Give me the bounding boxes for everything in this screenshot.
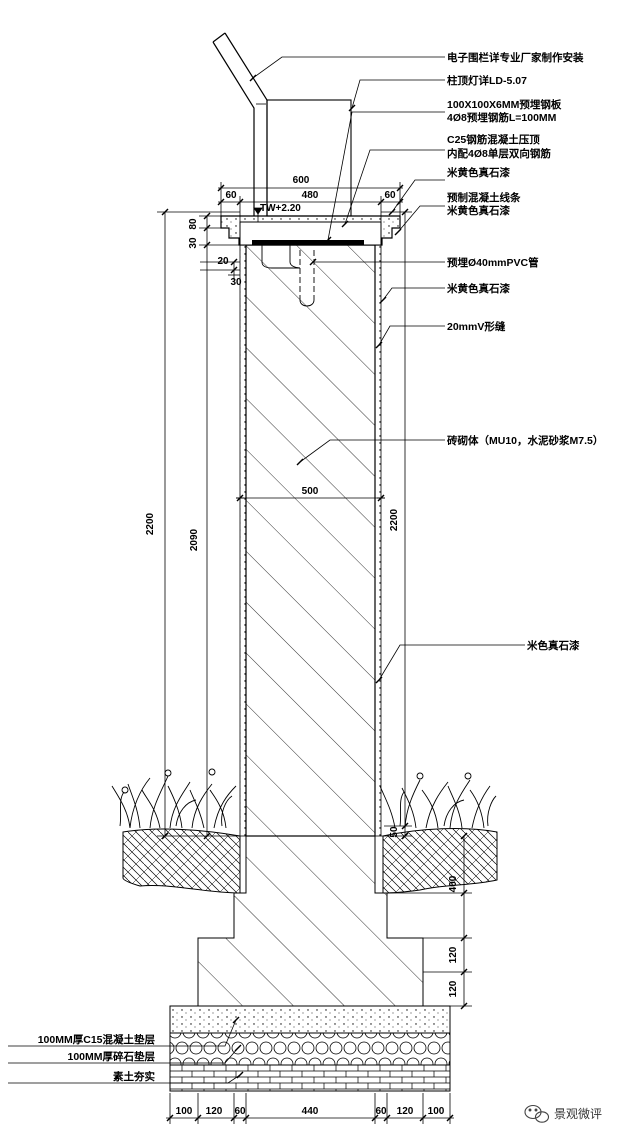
dim-top-60-right: 60 bbox=[384, 190, 396, 201]
dim-bottom-120-left: 120 bbox=[206, 1106, 223, 1117]
gravel-bedding bbox=[169, 1032, 451, 1066]
dim-height-2200-right: 2200 bbox=[389, 508, 400, 531]
callout-paint-top: 米黄色真石漆 bbox=[446, 166, 510, 179]
callout-rebar: 4Ø8预埋钢筋L=100MM bbox=[447, 111, 557, 124]
dim-top-60-left: 60 bbox=[225, 190, 237, 201]
ground-soil bbox=[122, 828, 498, 894]
dim-bottom-100-right: 100 bbox=[428, 1106, 445, 1117]
plants-right bbox=[379, 772, 497, 829]
dim-height-2200-left: 2200 bbox=[145, 512, 156, 535]
plants-left bbox=[111, 768, 237, 829]
dim-120-upper: 120 bbox=[448, 946, 459, 963]
dim-30: 30 bbox=[188, 237, 199, 249]
dim-30-lower: 30 bbox=[230, 277, 242, 288]
callout-fence: 电子围栏详专业厂家制作安装 bbox=[447, 51, 584, 64]
callout-steel-plate: 100X100X6MM预埋钢板 bbox=[447, 98, 562, 111]
right-dimensions bbox=[236, 208, 472, 1010]
dim-80: 80 bbox=[188, 218, 199, 230]
dim-width-500: 500 bbox=[302, 486, 319, 497]
callout-v-joint: 20mmV形缝 bbox=[447, 320, 506, 333]
callout-gravel-bed: 100MM厚碎石垫层 bbox=[67, 1050, 155, 1063]
leader-lines bbox=[252, 56, 525, 681]
dim-bottom-440: 440 bbox=[302, 1106, 319, 1117]
callout-precast-paint: 米黄色真石漆 bbox=[446, 204, 510, 217]
compacted-soil bbox=[169, 1064, 451, 1092]
base-leader-ticks bbox=[232, 1016, 244, 1079]
dim-400: 400 bbox=[448, 875, 459, 892]
callout-precast-line: 预制混凝土线条 bbox=[447, 191, 521, 204]
dim-50: 50 bbox=[389, 826, 400, 838]
left-dimensions bbox=[157, 208, 240, 840]
dim-top-600: 600 bbox=[293, 175, 310, 186]
dim-20: 20 bbox=[217, 256, 229, 267]
callout-compacted-soil: 素土夯实 bbox=[112, 1070, 155, 1083]
dim-120-lower: 120 bbox=[448, 980, 459, 997]
lamp-outline bbox=[266, 99, 352, 217]
column-body bbox=[236, 244, 385, 837]
concrete-bedding bbox=[169, 1005, 451, 1034]
callout-beige-paint: 米色真石漆 bbox=[526, 639, 580, 652]
callout-coping: C25钢筋混凝土压顶 bbox=[447, 133, 540, 146]
elevation-label: TW+2.20 bbox=[260, 203, 301, 214]
dim-bottom-100-left: 100 bbox=[176, 1106, 193, 1117]
callout-coping-rebar: 内配4Ø8单层双向钢筋 bbox=[447, 147, 551, 160]
bottom-dimensions bbox=[166, 1093, 454, 1124]
watermark: 景观微评 bbox=[524, 1104, 602, 1123]
callout-pvc-pipe: 预埋Ø40mmPVC管 bbox=[447, 256, 539, 269]
dim-bottom-60-right: 60 bbox=[375, 1106, 387, 1117]
base-leader-lines bbox=[8, 1019, 241, 1084]
dim-bottom-60-left: 60 bbox=[234, 1106, 246, 1117]
dim-top-480: 480 bbox=[302, 190, 319, 201]
leader-ticks bbox=[249, 74, 402, 684]
callout-masonry: 砖砌体（MU10，水泥砂浆M7.5） bbox=[447, 434, 603, 447]
wechat-icon bbox=[524, 1104, 550, 1123]
dim-height-2090: 2090 bbox=[189, 528, 200, 551]
watermark-text: 景观微评 bbox=[554, 1107, 602, 1121]
dim-bottom-120-right: 120 bbox=[397, 1106, 414, 1117]
top-dimensions bbox=[217, 182, 404, 222]
callout-lamp: 柱顶灯详LD-5.07 bbox=[447, 74, 527, 87]
callout-concrete-bed: 100MM厚C15混凝土垫层 bbox=[38, 1033, 156, 1046]
callout-paint-side: 米黄色真石漆 bbox=[446, 282, 510, 295]
